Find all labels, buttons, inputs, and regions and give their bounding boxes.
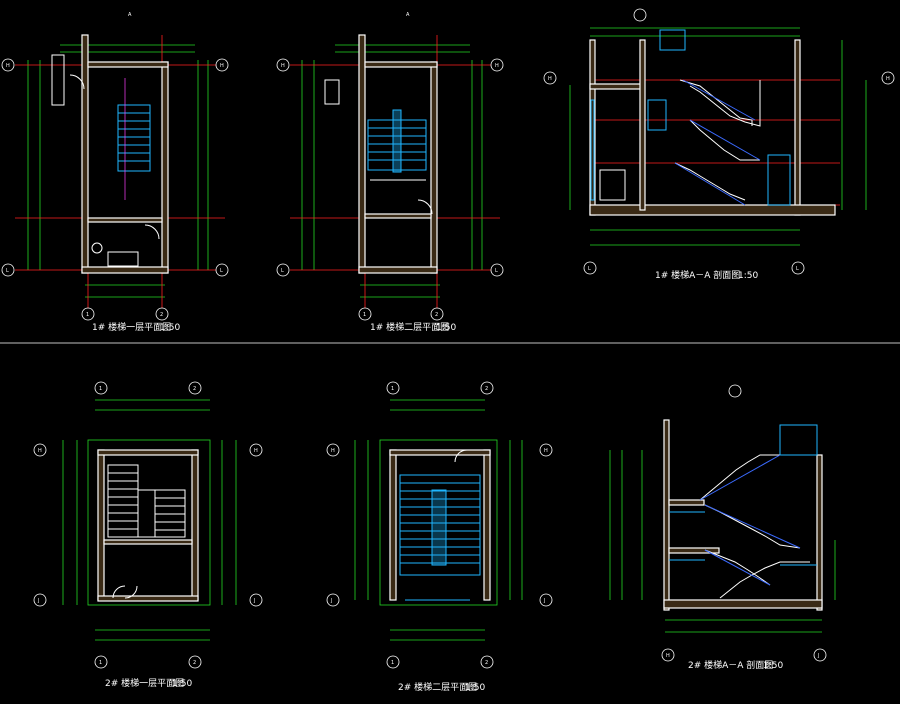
caption-scale: 1:50	[436, 323, 456, 333]
axis-h: H	[544, 448, 548, 454]
caption-scale: 1:50	[172, 679, 192, 689]
axis-l: L	[796, 266, 799, 272]
caption-plan-2-floor-1: 2# 楼梯一层平面图	[105, 677, 184, 689]
plan-1-floor-1: H H L L 1 2 A 1# 楼梯一层平面图 1:50	[1, 12, 229, 333]
axis-2: 2	[193, 386, 196, 392]
axis-h: H	[548, 76, 552, 82]
caption-scale: 1:50	[763, 661, 783, 671]
axis-j: J	[817, 653, 819, 659]
plan-2-floor-1: H H J J 1 2 1 2 2# 楼梯一层平面图 1:50	[33, 381, 263, 689]
axis-h: H	[6, 63, 10, 69]
axis-j: J	[543, 598, 545, 604]
axis-j: J	[37, 598, 39, 604]
caption-plan-1-floor-2: 1# 楼梯二层平面图	[370, 321, 449, 333]
axis-h: H	[666, 653, 670, 659]
axis-l: L	[220, 268, 223, 274]
caption-scale: 1:50	[160, 323, 180, 333]
axis-2: 2	[485, 386, 488, 392]
caption-section-1: 1# 楼梯A－A 剖面图	[655, 269, 740, 281]
axis-h: H	[281, 63, 285, 69]
axis-l: L	[588, 266, 591, 272]
axis-j: J	[253, 598, 255, 604]
axis-l: L	[6, 268, 9, 274]
axis-l: L	[495, 268, 498, 274]
caption-scale: 1:50	[465, 683, 485, 693]
axis-1: 1	[363, 312, 366, 318]
axis-1: 1	[99, 660, 102, 666]
axis-1: 1	[86, 312, 89, 318]
axis-1: 1	[391, 660, 394, 666]
axis-1: 1	[391, 386, 394, 392]
axis-h: H	[886, 76, 890, 82]
caption-plan-2-floor-2: 2# 楼梯二层平面图	[398, 681, 477, 693]
section-1-a-a: H H L L 1# 楼梯A－A 剖面图 1:50	[543, 8, 895, 281]
axis-h: H	[220, 63, 224, 69]
plan-2-floor-2: H H J J 1 2 1 2 2# 楼梯二层平面图 1:50	[326, 381, 553, 693]
section-mark: A	[406, 12, 410, 18]
axis-2: 2	[435, 312, 438, 318]
caption-plan-1-floor-1: 1# 楼梯一层平面图	[92, 321, 171, 333]
axis-j: J	[330, 598, 332, 604]
axis-h: H	[331, 448, 335, 454]
axis-h: H	[38, 448, 42, 454]
plan-1-floor-2: H H L L 1 2 A 1# 楼梯二层平面图 1:50	[276, 12, 504, 333]
axis-h: H	[495, 63, 499, 69]
section-2-a-a: H J 2# 楼梯A－A 剖面图 1:50	[609, 384, 836, 671]
section-mark: A	[128, 12, 132, 18]
axis-2: 2	[485, 660, 488, 666]
axis-2: 2	[160, 312, 163, 318]
caption-section-2: 2# 楼梯A－A 剖面图	[688, 659, 773, 671]
axis-2: 2	[193, 660, 196, 666]
axis-1: 1	[99, 386, 102, 392]
axis-h: H	[254, 448, 258, 454]
axis-l: L	[281, 268, 284, 274]
caption-scale: 1:50	[738, 271, 758, 281]
